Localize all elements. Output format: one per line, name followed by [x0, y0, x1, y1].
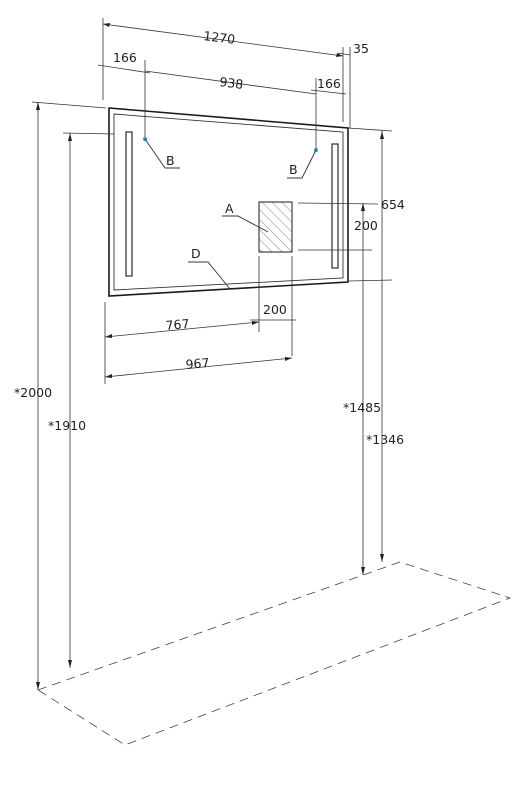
socket-leader [222, 215, 269, 233]
dim-35: 35 [353, 41, 369, 56]
dim-1270-line [102, 23, 344, 57]
sensor-right-label: B [289, 162, 298, 177]
dim-654: 654 [381, 197, 405, 212]
mirror-frame-inner [113, 113, 344, 291]
arrowheads [36, 23, 384, 690]
dim-2000: *2000 [14, 385, 52, 400]
socket-box [258, 201, 293, 253]
ext-bottom-right [347, 279, 393, 282]
dim-166-left-line [97, 64, 151, 74]
floor-plane [37, 561, 512, 746]
dim-35-line [337, 52, 351, 56]
led-strip-left [125, 131, 133, 277]
dim-938: 938 [219, 74, 245, 92]
dim-967-line [104, 357, 293, 378]
dim-166-right: 166 [317, 76, 341, 91]
dim-967: 967 [185, 355, 210, 372]
mirror-frame-outer [108, 107, 349, 297]
ext-top-left-2000 [31, 101, 107, 109]
dim-1910: *1910 [48, 418, 86, 433]
dim-938-line [144, 70, 317, 95]
sensor-left-label: B [166, 153, 175, 168]
dim-767-line [104, 321, 260, 338]
ext-top-left-1910 [62, 132, 115, 135]
dim-166-left: 166 [113, 50, 137, 65]
dim-1485: *1485 [343, 400, 381, 415]
dim-166-right-line [310, 89, 347, 95]
sensor-right-leader [287, 149, 317, 179]
dim-1270: 1270 [203, 28, 236, 47]
dim-767: 767 [165, 316, 190, 333]
dim-200-vertical: 200 [354, 218, 378, 233]
led-strip-right [331, 143, 339, 269]
dim-1346: *1346 [366, 432, 404, 447]
ext-top-right [347, 127, 393, 132]
dim-200-horizontal: 200 [263, 302, 287, 317]
frame-label: D [191, 246, 201, 261]
ext-socket-top [297, 202, 379, 205]
socket-label: A [225, 201, 234, 216]
frame-leader [188, 261, 231, 290]
sensor-left-leader [144, 138, 180, 169]
